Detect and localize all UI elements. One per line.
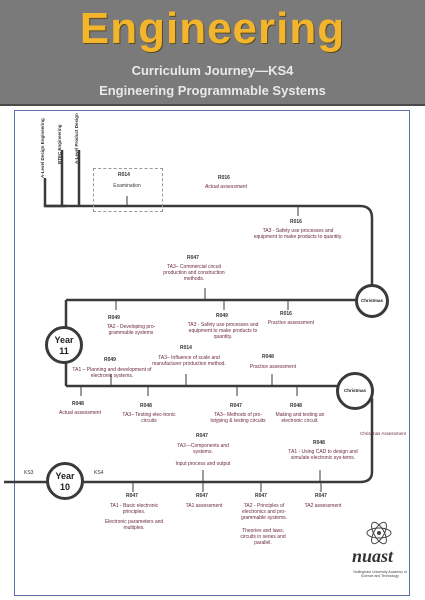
r047-ta1-text: TA1 assessment (185, 503, 223, 509)
r047-ta2b-code: R047 (255, 493, 267, 499)
r047-ta1b-code: R047 (126, 493, 138, 499)
r048-ta1-text: TA1 - Using CAD to design and simulate e… (288, 449, 358, 461)
journey-frame (14, 110, 410, 596)
r016-ta3-code: R016 (290, 219, 302, 225)
outcome-alevel-design: A-Level Design Engineering (40, 118, 45, 178)
r047-ta3b-text: TA3– Methods of pro-totyping & testing c… (210, 412, 266, 424)
r047-ta3-code: R047 (187, 255, 199, 261)
r047-ta1-code: R047 (196, 493, 208, 499)
r047-ta1b-text: TA1 - Basic electronic principles. (109, 503, 159, 515)
r047-ta2assess-code: R047 (315, 493, 327, 499)
r048-ta1-code: R048 (313, 440, 325, 446)
r048-ta3-code: R048 (140, 403, 152, 409)
page-title: Engineering (79, 4, 346, 53)
r047-ta3-text: TA3– Commercial circuit production and c… (163, 264, 225, 282)
r016-practice-code: R016 (280, 311, 292, 317)
r016-practice-text: Practice assessment (267, 320, 315, 326)
r049-ta2-text: TA2 - Developing pro-grammable systems (106, 324, 156, 336)
r049-safety-text: TA3 - Safety use processes and equipment… (187, 322, 259, 340)
r048-ta3-text: TA3– Testing elec-tronic circuits (122, 412, 176, 424)
r047-ta2assess-text: TA2 assessment (304, 503, 342, 509)
r048-making-text: Making and testing an electronic circuit… (275, 412, 325, 424)
r048-making-code: R048 (290, 403, 302, 409)
christmas-milestone-top: Christmas (355, 284, 389, 318)
r014-exam-code: R014 (118, 172, 130, 178)
r049-ta1-text: TA1 – Planning and development of electr… (72, 367, 152, 379)
r016-ta3-text: TA3 - Safety use processes and equipment… (253, 228, 343, 240)
logo-name: nuast (352, 546, 394, 566)
ks4-label: KS4 (94, 470, 104, 476)
ks3-label: KS3 (24, 470, 34, 476)
header-banner: Engineering Curriculum Journey—KS4 Engin… (0, 0, 425, 106)
r014-ta3-code: R014 (180, 345, 192, 351)
r049-ta1-code: R049 (104, 357, 116, 363)
r048-practice-text: Practice assessment (249, 364, 297, 370)
r047-ta2b-text: TA2 - Principles of electronics and pro-… (240, 503, 288, 521)
r049-ta2-code: R049 (108, 315, 120, 321)
r047-ta2-sub: Input process and output (175, 461, 231, 467)
r048-actual-code: R048 (72, 401, 84, 407)
r047-ta3b-code: R047 (230, 403, 242, 409)
christmas-milestone-mid: Christmas (336, 372, 374, 410)
r014-ta3-text: TA3– Influence of scale and manufacturer… (152, 355, 226, 367)
r047-ta2-code: R047 (196, 433, 208, 439)
nuast-atom-logo-icon (366, 521, 392, 545)
r047-ta2-text: TA2—Components and systems. (177, 443, 229, 455)
page-subtitle: Curriculum Journey—KS4 (131, 63, 294, 78)
r047-ta2b-sub: Theories and laws, circuits in series an… (240, 528, 286, 546)
christmas-assessment-label: Christmas Assessment (360, 431, 406, 436)
r048-actual-text: Actual assessment (59, 410, 101, 416)
r016-top-text: Actual assessment (205, 184, 247, 190)
outcome-alevel-product: A-Level Product Design (74, 113, 79, 164)
r048-practice-code: R048 (262, 354, 274, 360)
r047-ta1b-sub: Electronic parameters and multiples. (104, 519, 164, 531)
exam-box (93, 168, 163, 212)
r014-exam-text: Examination (113, 183, 141, 189)
r049-safety-code: R049 (216, 313, 228, 319)
outcome-btec: BTEC Engineering (57, 124, 62, 164)
r016-top-code: R016 (218, 175, 230, 181)
logo-full-name: Nottingham University Academy of Science… (353, 570, 407, 578)
course-title: Engineering Programmable Systems (99, 83, 326, 98)
